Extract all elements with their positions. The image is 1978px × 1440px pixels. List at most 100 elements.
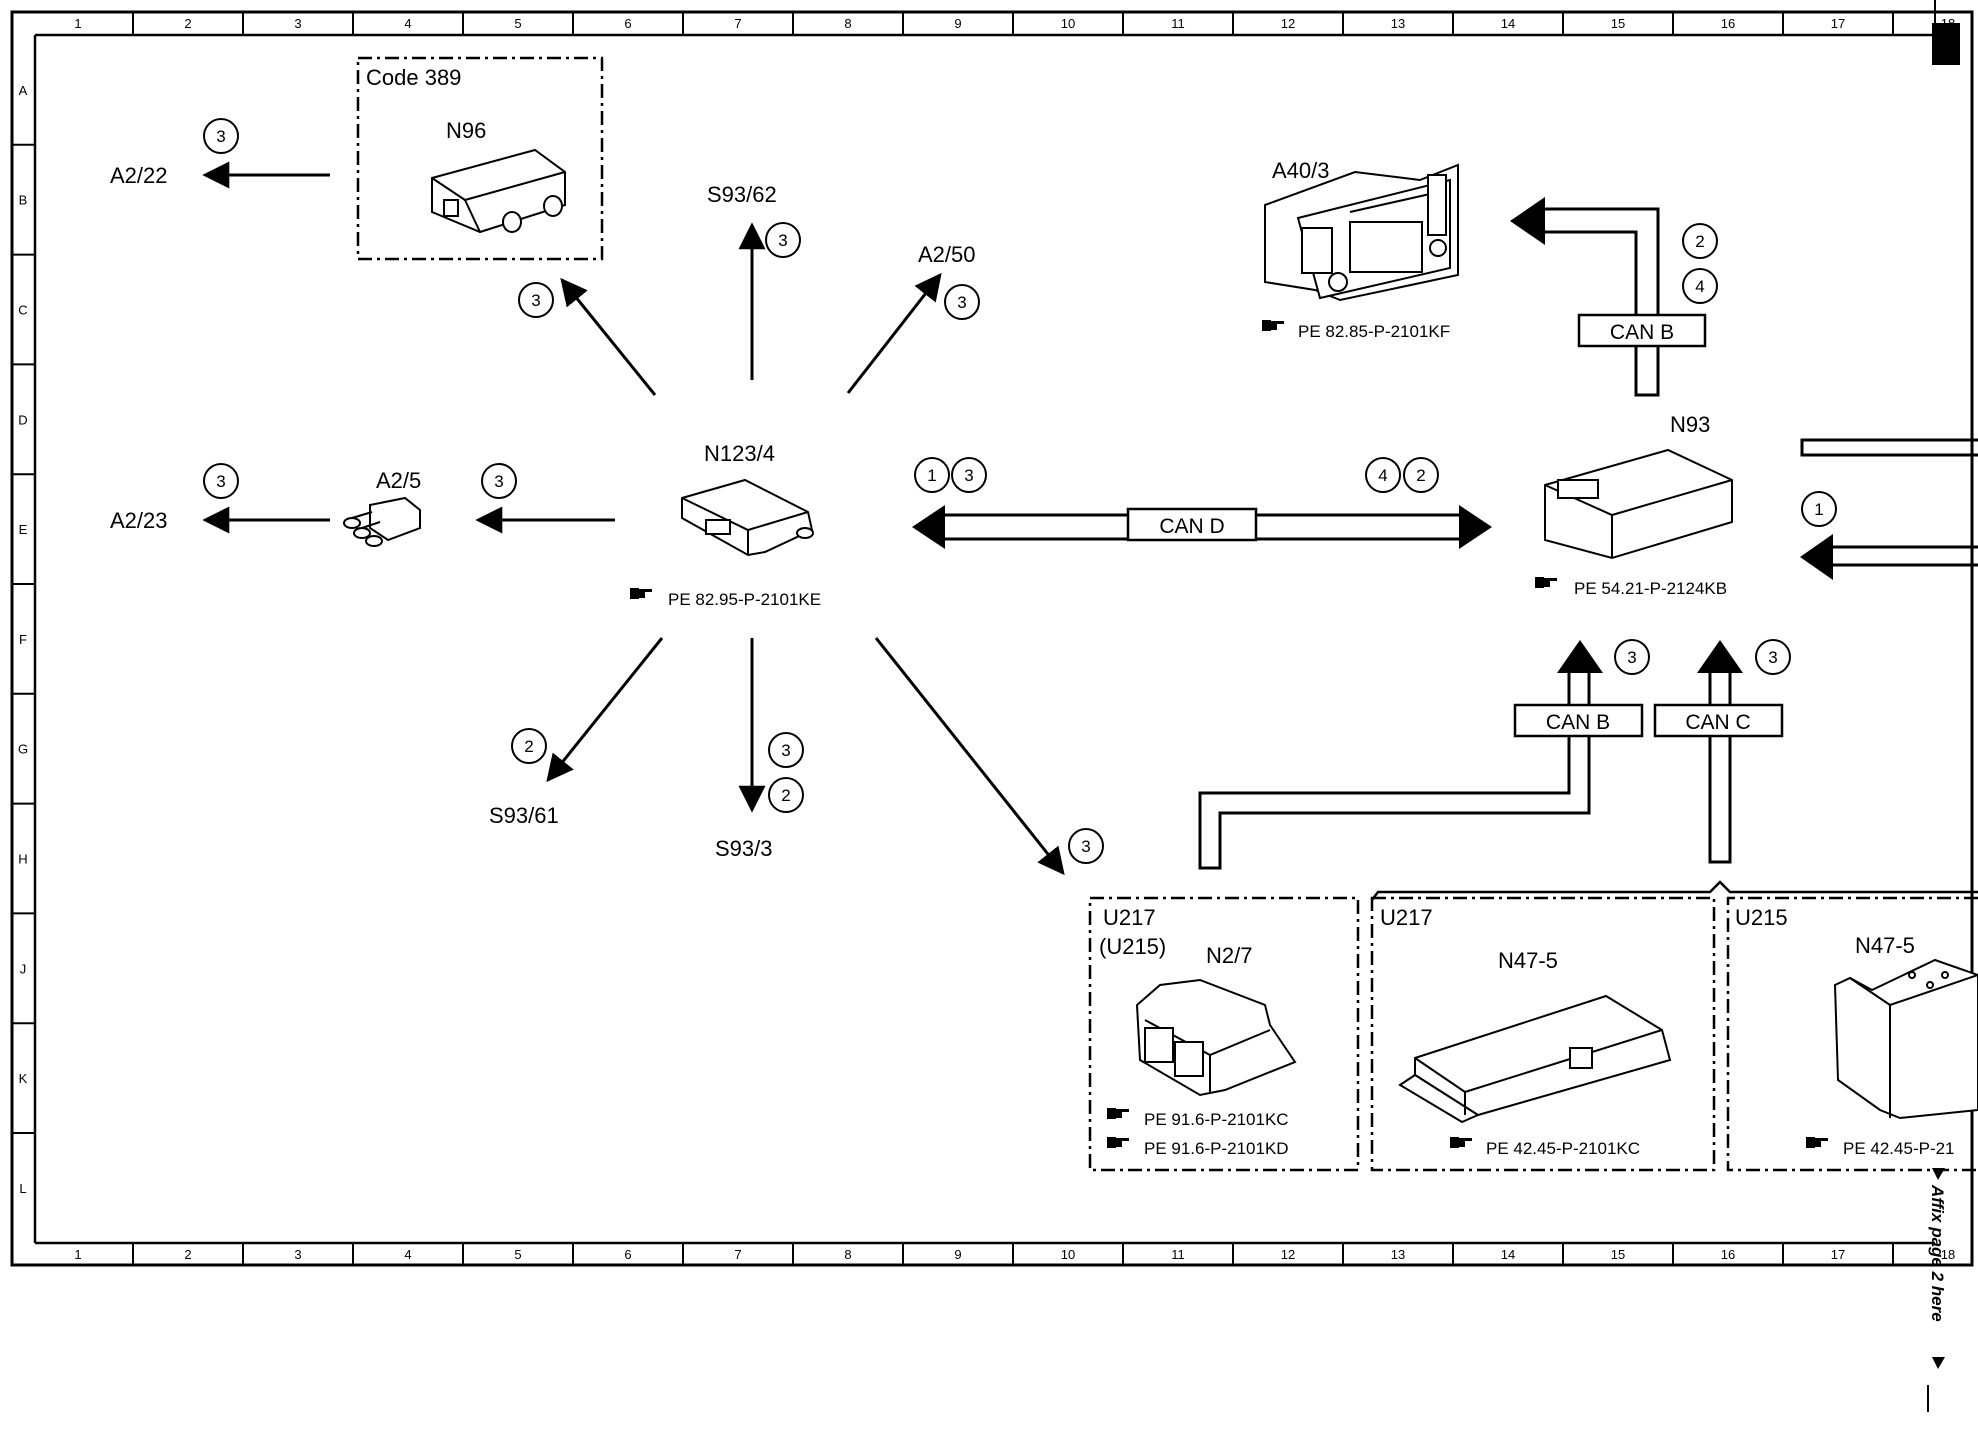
component-label-a40-3: A40/3	[1272, 158, 1330, 183]
svg-text:2: 2	[524, 737, 533, 756]
module-n93-icon[interactable]	[1544, 448, 1733, 560]
column-number: 13	[1391, 1247, 1405, 1262]
can-b-bus-to-a40-3: CAN B	[1510, 197, 1707, 397]
svg-text:3: 3	[964, 466, 973, 485]
svg-text:1: 1	[1814, 500, 1823, 519]
svg-text:2: 2	[1695, 232, 1704, 251]
component-label-n96: N96	[446, 118, 486, 143]
module-n123-4-icon[interactable]	[681, 478, 814, 557]
target-label-a2-50: A2/50	[918, 242, 976, 267]
row-letter: H	[18, 852, 27, 867]
column-number: 17	[1831, 1247, 1845, 1262]
module-n47-5-u215-icon[interactable]	[1833, 958, 1978, 1120]
target-label-s93-62: S93/62	[707, 182, 777, 207]
reference-text: PE 42.45-P-2101KC	[1486, 1139, 1640, 1158]
reference-n2-7-kc[interactable]: PE 91.6-P-2101KC	[1107, 1108, 1289, 1129]
svg-text:3: 3	[216, 472, 225, 491]
column-number: 13	[1391, 16, 1405, 31]
circle-marker: 2	[511, 728, 547, 764]
module-n47-5-u217-icon[interactable]	[1398, 994, 1672, 1124]
reference-n2-7-kd[interactable]: PE 91.6-P-2101KD	[1107, 1137, 1289, 1158]
circle-marker: 3	[944, 284, 980, 320]
can-b-bus-to-n93: CAN B	[1198, 640, 1644, 870]
module-n96-icon[interactable]	[431, 148, 566, 234]
row-letter: F	[19, 632, 27, 647]
target-label-s93-61: S93/61	[489, 803, 559, 828]
reference-text: PE 82.85-P-2101KF	[1298, 322, 1450, 341]
svg-text:2: 2	[1416, 466, 1425, 485]
arrow-to-n96	[560, 277, 657, 396]
row-letter: D	[18, 412, 27, 427]
target-label-a2-23: A2/23	[110, 508, 168, 533]
continuation-bus-right-arrow	[1800, 534, 1978, 580]
column-number: 8	[844, 16, 851, 31]
reference-n123-4[interactable]: PE 82.95-P-2101KE	[630, 588, 821, 609]
reference-n47-5-u215[interactable]: PE 42.45-P-21	[1806, 1137, 1955, 1158]
circle-marker: 2	[1403, 457, 1439, 493]
component-label-n47-5: N47-5	[1855, 933, 1915, 958]
svg-text:4: 4	[1378, 466, 1387, 485]
component-label-n93: N93	[1670, 412, 1710, 437]
column-number: 2	[184, 1247, 191, 1262]
column-number: 4	[404, 16, 411, 31]
column-number: 2	[184, 16, 191, 31]
column-number: 11	[1171, 1247, 1185, 1262]
column-number: 15	[1611, 16, 1625, 31]
row-letter: A	[19, 83, 28, 98]
pointing-hand-icon	[1535, 577, 1557, 588]
column-number: 18	[1941, 16, 1955, 31]
svg-text:4: 4	[1695, 277, 1704, 296]
circle-marker: 1	[914, 457, 950, 493]
row-letter: G	[18, 742, 28, 757]
variant-box-n2-7: U217 (U215) N2/7 PE 91.6-P-2101KC PE 91.…	[1088, 896, 1360, 1172]
head-unit-a40-3-icon[interactable]	[1264, 163, 1459, 302]
column-number: 3	[294, 16, 301, 31]
target-label-a2-22: A2/22	[110, 163, 168, 188]
reference-n93[interactable]: PE 54.21-P-2124KB	[1535, 577, 1727, 598]
can-d-bus: CAN D	[912, 505, 1492, 549]
svg-text:3: 3	[1081, 837, 1090, 856]
svg-text:3: 3	[1768, 648, 1777, 667]
reference-text: PE 54.21-P-2124KB	[1574, 579, 1727, 598]
column-number: 12	[1281, 16, 1295, 31]
component-label-a2-5: A2/5	[376, 468, 421, 493]
circle-marker: 3	[765, 222, 801, 258]
pointing-hand-icon	[1806, 1137, 1828, 1148]
connector-a2-5-icon[interactable]	[343, 496, 421, 547]
module-n2-7-icon[interactable]	[1135, 978, 1297, 1097]
svg-text:3: 3	[216, 127, 225, 146]
component-label-n2-7: N2/7	[1206, 943, 1252, 968]
variant-box-n47-5-u217: U217 N47-5 PE 42.45-P-2101KC	[1370, 896, 1716, 1172]
pointing-hand-icon	[1262, 320, 1284, 331]
svg-text:3: 3	[781, 741, 790, 760]
circle-marker: 3	[203, 463, 239, 499]
group-bracket	[1371, 880, 1978, 901]
reference-a40-3[interactable]: PE 82.85-P-2101KF	[1262, 320, 1450, 341]
column-number: 11	[1171, 16, 1185, 31]
column-number: 1	[74, 16, 81, 31]
row-letter: C	[18, 303, 27, 318]
variant-label: U217	[1103, 905, 1156, 930]
circle-marker: 3	[518, 282, 554, 318]
reference-text: PE 91.6-P-2101KD	[1144, 1139, 1289, 1158]
column-number: 7	[734, 1247, 741, 1262]
column-number: 6	[624, 1247, 631, 1262]
bus-label-can-d: CAN D	[1159, 515, 1224, 538]
row-letter: L	[19, 1181, 26, 1196]
pointing-hand-icon	[630, 588, 652, 599]
circle-marker: 2	[768, 777, 804, 813]
bus-label-can-c: CAN C	[1685, 711, 1750, 734]
reference-text: PE 91.6-P-2101KC	[1144, 1110, 1289, 1129]
bus-label-can-b-bottom: CAN B	[1546, 711, 1610, 734]
reference-n47-5-u217[interactable]: PE 42.45-P-2101KC	[1450, 1137, 1640, 1158]
continuation-bus-right-top	[1800, 438, 1978, 457]
page-corner-marker	[1932, 23, 1960, 65]
column-number: 5	[514, 16, 521, 31]
svg-text:3: 3	[957, 293, 966, 312]
column-number: 17	[1831, 16, 1845, 31]
column-number: 4	[404, 1247, 411, 1262]
reference-text: PE 82.95-P-2101KE	[668, 590, 821, 609]
can-c-bus-to-n93: CAN C	[1653, 640, 1784, 864]
